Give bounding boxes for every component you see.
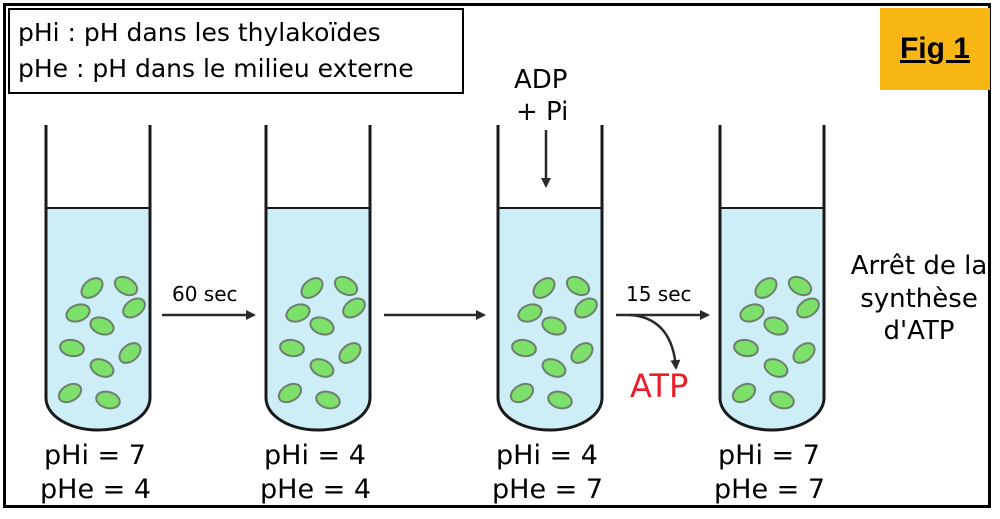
figure-frame: [3, 3, 991, 508]
step-1-duration: 60 sec: [172, 282, 238, 306]
tube-1-phi: pHi = 7: [44, 440, 146, 471]
conclusion-line-3: d'ATP: [883, 316, 955, 346]
thylakoid-2: [565, 275, 591, 297]
thylakoid-5: [763, 316, 789, 336]
arrow-atp-release: [629, 313, 681, 370]
thylakoid-6: [733, 338, 759, 358]
thylakoid-3: [739, 303, 765, 323]
atp-product-label: ATP: [630, 367, 689, 405]
thylakoid-2: [113, 275, 139, 297]
conclusion-line-2: synthèse: [860, 283, 978, 314]
thylakoid-1: [300, 277, 324, 299]
tube-1-glass: [44, 125, 152, 432]
thylakoid-9: [731, 382, 757, 404]
thylakoid-9: [509, 382, 535, 404]
tube-2-phi: pHi = 4: [264, 440, 366, 471]
thylakoid-8: [89, 358, 115, 378]
tube-1-thylakoids: [57, 275, 146, 410]
thylakoid-9: [277, 382, 303, 404]
thylakoid-1: [754, 277, 778, 299]
thylakoid-7: [118, 342, 142, 364]
tube-2-phe: pHe = 4: [260, 474, 372, 505]
thylakoid-3: [65, 303, 91, 323]
thylakoid-8: [541, 358, 567, 378]
tube-4-phi: pHi = 7: [718, 440, 820, 471]
tube-4-phe: pHe = 7: [714, 474, 826, 505]
thylakoid-7: [570, 342, 594, 364]
test-tube-4: [718, 125, 826, 432]
thylakoid-4: [122, 297, 146, 319]
figure-label-badge: Fig 1: [880, 8, 990, 90]
thylakoid-10: [547, 390, 573, 410]
thylakoid-3: [285, 303, 311, 323]
figure-label: Fig 1: [899, 32, 970, 65]
test-tube-2: [264, 125, 372, 432]
thylakoid-4: [342, 297, 366, 319]
tube-3-phe: pHe = 7: [492, 474, 604, 505]
legend-box: pHi : pH dans les thylakoïdes pHe : pH d…: [8, 8, 464, 94]
tube-3-thylakoids: [509, 275, 598, 410]
adp-label: ADP: [514, 65, 568, 95]
tube-2-thylakoids: [277, 275, 366, 410]
thylakoid-10: [769, 390, 795, 410]
thylakoid-7: [338, 342, 362, 364]
thylakoid-5: [541, 316, 567, 336]
thylakoid-10: [95, 390, 121, 410]
conclusion-line-1: Arrêt de la: [850, 251, 988, 281]
thylakoid-1: [80, 277, 104, 299]
pi-label: + Pi: [516, 97, 569, 127]
thylakoid-1: [532, 277, 556, 299]
legend-phe-definition: pHe : pH dans le milieu externe: [18, 54, 414, 83]
tube-4-glass: [718, 125, 826, 432]
tube-1-phe: pHe = 4: [40, 474, 152, 505]
conclusion-text: Arrêt de la synthèse d'ATP: [840, 250, 998, 348]
thylakoid-4: [796, 297, 820, 319]
thylakoid-8: [763, 358, 789, 378]
tube-2-glass: [264, 125, 372, 432]
thylakoid-2: [787, 275, 813, 297]
thylakoid-5: [89, 316, 115, 336]
step-3-duration: 15 sec: [626, 282, 692, 306]
thylakoid-6: [279, 338, 305, 358]
thylakoid-10: [315, 390, 341, 410]
thylakoid-7: [792, 342, 816, 364]
thylakoid-5: [309, 316, 335, 336]
test-tube-1: [44, 125, 152, 432]
thylakoid-2: [333, 275, 359, 297]
legend-phi-definition: pHi : pH dans les thylakoïdes: [18, 18, 381, 47]
thylakoid-3: [517, 303, 543, 323]
test-tube-3: [496, 125, 604, 432]
tube-3-phi: pHi = 4: [496, 440, 598, 471]
tube-4-thylakoids: [731, 275, 820, 410]
thylakoid-6: [511, 338, 537, 358]
thylakoid-6: [59, 338, 85, 358]
thylakoid-8: [309, 358, 335, 378]
tube-3-glass: [496, 125, 604, 432]
thylakoid-9: [57, 382, 83, 404]
thylakoid-4: [574, 297, 598, 319]
